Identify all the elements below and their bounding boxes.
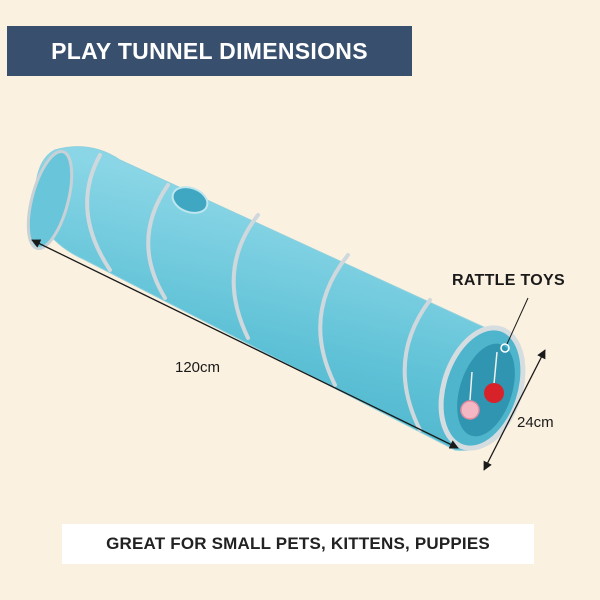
footer-banner: GREAT FOR SMALL PETS, KITTENS, PUPPIES [62, 524, 534, 564]
page-title: PLAY TUNNEL DIMENSIONS [51, 37, 368, 64]
page-title-banner: PLAY TUNNEL DIMENSIONS [7, 26, 412, 76]
length-label: 120cm [175, 359, 221, 376]
red-ball-icon [484, 383, 504, 403]
pink-ball-icon [460, 400, 480, 420]
diameter-arrow [483, 349, 546, 471]
rattle-toys-pointer [506, 297, 529, 345]
rattle-toys-label: RATTLE TOYS [452, 272, 565, 289]
diameter-label: 24cm [517, 414, 554, 431]
length-arrow [31, 239, 459, 449]
footer-text: GREAT FOR SMALL PETS, KITTENS, PUPPIES [106, 534, 490, 553]
tunnel-body [26, 146, 526, 451]
